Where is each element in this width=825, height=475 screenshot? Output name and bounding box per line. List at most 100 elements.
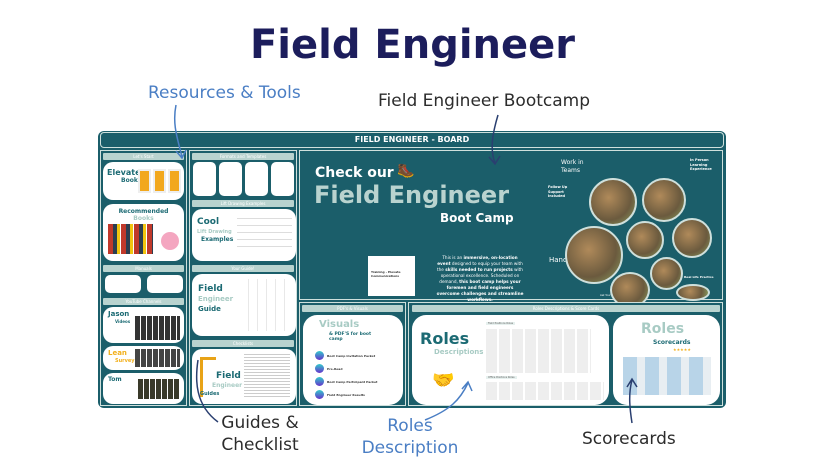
descriptions-text: Descriptions — [434, 348, 484, 356]
visuals-card[interactable]: Visuals & PDF'S for boot camp Boot Camp … — [303, 315, 403, 405]
template-card[interactable] — [245, 162, 268, 196]
annotation-guides: Guides &Checklist — [215, 412, 305, 456]
survey-text: Survey — [115, 358, 135, 364]
section-label-checklists: Checklists — [192, 340, 294, 347]
examples-text: Examples — [201, 236, 234, 243]
field-text: Field — [216, 371, 241, 381]
page-title: Field Engineer — [249, 22, 576, 68]
recommended-books-card[interactable]: Recommended Books — [103, 204, 184, 261]
boot-camp-text: Boot Camp — [440, 211, 514, 225]
visuals-text: Visuals — [319, 319, 360, 330]
elevate-text: Elevate — [107, 168, 141, 177]
field-roles-label: Field Positions Roles — [486, 322, 516, 325]
engineer-text: Engineer — [212, 382, 243, 389]
scorecards-text: Scorecards — [653, 339, 691, 346]
pdf-item[interactable]: Boot Camp Participant Packet — [315, 375, 400, 388]
section-label-roles: Roles Descriptions & Score Cards — [412, 305, 720, 312]
cool-text: Cool — [197, 217, 220, 227]
desc-part: immersive, on-location event — [437, 255, 518, 266]
arrow-bootcamp — [488, 114, 501, 166]
photo-circle — [626, 221, 664, 259]
role-doc-thumbs — [486, 329, 591, 373]
pdf-item-label: Boot Camp Invitation Packet — [327, 353, 376, 358]
jason-videos-card[interactable]: Jason Videos — [103, 307, 184, 343]
drawing-thumbs — [237, 215, 292, 253]
section-label-pdfs: PDF's & Visuals — [302, 305, 403, 312]
template-card[interactable] — [193, 162, 216, 196]
section-label-guide: Your Guide! — [192, 265, 294, 272]
roles-text: Roles — [641, 321, 685, 337]
jason-text: Jason — [108, 310, 130, 318]
photo-circle — [565, 226, 623, 284]
book-thumb — [168, 169, 181, 193]
annotation-roles-line1: Roles — [387, 416, 433, 436]
guide-text: Guide — [198, 305, 221, 313]
desc-part: with operational excellence. Scheduled o… — [439, 267, 523, 284]
videos-text: Videos — [115, 319, 131, 324]
pdf-item[interactable]: Boot Camp Invitation Packet — [315, 349, 400, 362]
roles-text: Roles — [420, 329, 470, 348]
stars-icon: ★★★★★ — [673, 347, 691, 352]
canva-icon — [315, 351, 324, 360]
crane-icon — [200, 357, 216, 397]
canva-icon — [315, 377, 324, 386]
template-card[interactable] — [271, 162, 294, 196]
elevate-book-card[interactable]: Elevate Book — [103, 162, 184, 200]
desc-part: designed to equip your team with the — [437, 261, 523, 272]
video-thumbs — [138, 379, 180, 399]
bootcamp-big-title: Field Engineer — [314, 181, 510, 209]
photo-circle — [676, 284, 710, 301]
lean-survey-card[interactable]: Lean Survey — [103, 346, 184, 370]
pdf-item[interactable]: Pre-Read — [315, 362, 400, 375]
section-label-youtube: YouTube Channels — [103, 298, 184, 305]
guides-text: Guides — [200, 391, 220, 397]
bootcamp-description: This is an immersive, on-location event … — [435, 255, 525, 303]
engineer-text: Engineer — [198, 295, 234, 303]
pdfs-section: PDF's & Visuals Visuals & PDF'S for boot… — [299, 302, 406, 406]
brain-icon — [161, 232, 179, 250]
pdf-list: Boot Camp Invitation Packet Pre-Read Boo… — [315, 349, 400, 401]
office-roles-label: Office Positions Roles — [486, 376, 517, 379]
book-covers — [108, 224, 153, 254]
book-thumb — [153, 169, 166, 193]
section-label-manuals: Manuals — [103, 265, 184, 272]
checklist-guides-card[interactable]: Field Engineer Guides — [192, 349, 296, 404]
arrow-scorecards — [626, 377, 638, 424]
work-in-teams-text: Work in Teams — [561, 159, 584, 174]
bootcamp-banner[interactable]: Check our 🥾 Field Engineer Boot Camp Tra… — [299, 150, 723, 308]
training-card[interactable]: Training - Elevate Communications — [368, 256, 415, 296]
annotation-resources: Resources & Tools — [148, 83, 301, 103]
pdf-item-label: Field Engineer Results — [327, 392, 365, 397]
book-thumb — [138, 169, 151, 193]
field-engineer-guide-card[interactable]: Field Engineer Guide — [192, 274, 296, 336]
roles-descriptions-card[interactable]: Roles Descriptions 🤝 Field Positions Rol… — [412, 315, 609, 405]
guide-pages — [240, 279, 292, 331]
manual-card[interactable] — [147, 275, 183, 293]
section-label-formats: Formats and Templates — [192, 153, 294, 160]
photo-circle — [650, 257, 683, 290]
lift-examples-card[interactable]: Cool Lift Drawing Examples — [192, 209, 296, 261]
check-our-text: Check our — [315, 165, 394, 181]
desc-part: This is an — [442, 255, 464, 260]
template-card[interactable] — [219, 162, 242, 196]
training-card-title: Training - Elevate Communications — [371, 270, 401, 278]
arrow-roles — [424, 380, 473, 421]
middle-column: Formats and Templates Lift Drawing Examp… — [189, 150, 297, 406]
manual-card[interactable] — [105, 275, 141, 293]
canva-icon — [315, 390, 324, 399]
canva-icon — [315, 364, 324, 373]
scorecard-table — [623, 357, 711, 395]
books-text: Books — [133, 215, 154, 222]
left-column: Let's Start Elevate Book Recommended Boo… — [100, 150, 187, 406]
arrow-resources — [173, 104, 187, 160]
boot-icon: 🥾 — [397, 163, 415, 179]
annotation-scorecards: Scorecards — [582, 429, 676, 449]
pdf-item-label: Pre-Read — [327, 366, 343, 371]
annotation-guides-line1: Guides & — [221, 413, 299, 433]
pdf-item[interactable]: Field Engineer Results — [315, 388, 400, 401]
desc-part: this boot camp helps your foremen and fi… — [436, 279, 524, 302]
role-doc-thumbs — [486, 382, 604, 400]
board-header: FIELD ENGINEER - BOARD — [100, 132, 724, 148]
section-label-lift: Lift Drawing Examples — [192, 200, 294, 207]
tom-videos-card[interactable]: Tom — [103, 373, 184, 404]
